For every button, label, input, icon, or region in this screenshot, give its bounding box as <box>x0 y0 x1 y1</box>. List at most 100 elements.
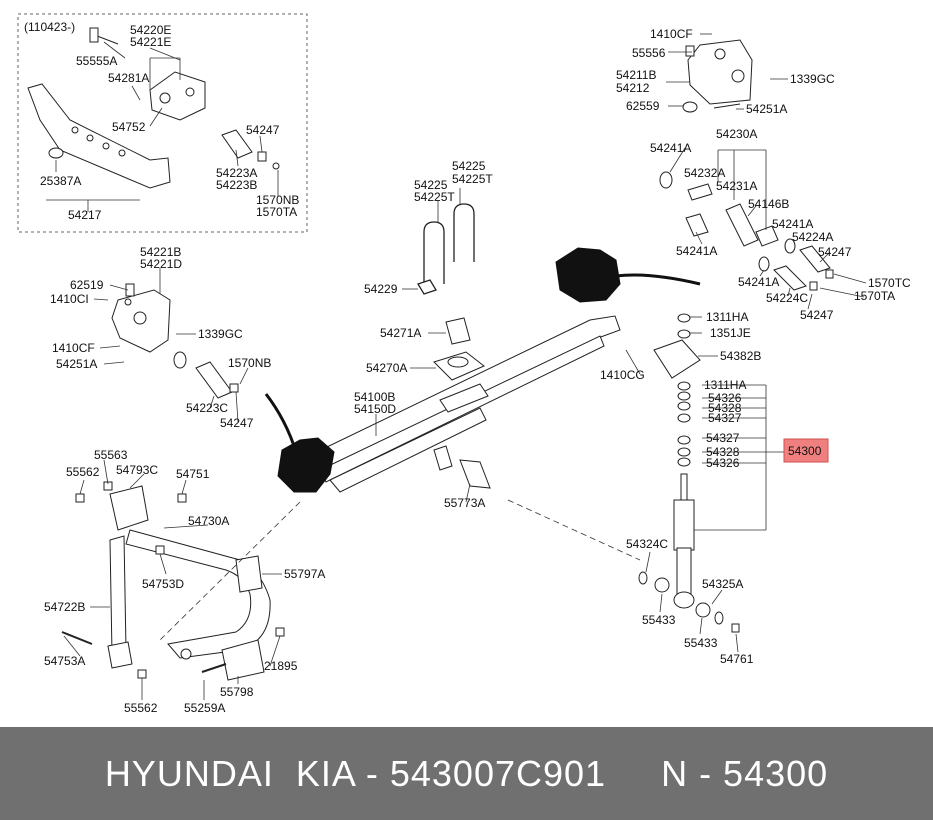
part-label-54327-1[interactable]: 54327 <box>708 411 742 425</box>
part-label-1570TA-r[interactable]: 1570TA <box>854 289 895 303</box>
part-label-54241A-1[interactable]: 54241A <box>650 141 691 155</box>
part-label-54753A[interactable]: 54753A <box>44 654 85 668</box>
part-label-54328-2[interactable]: 54328 <box>706 445 740 459</box>
part-label-62559[interactable]: 62559 <box>626 99 660 113</box>
part-label-55555A[interactable]: 55555A <box>76 54 117 68</box>
top-right-shackle-bracket <box>682 39 753 113</box>
part-label-1570TC[interactable]: 1570TC <box>868 276 911 290</box>
part-label-54247-r1[interactable]: 54247 <box>818 245 852 259</box>
part-label-54211B[interactable]: 54211B <box>616 68 656 82</box>
part-label-54247-inset[interactable]: 54247 <box>246 123 280 137</box>
shock-absorber <box>638 313 740 633</box>
part-label-54100B[interactable]: 54100B <box>354 390 395 404</box>
part-label-25387A[interactable]: 25387A <box>40 174 81 188</box>
part-label-54221E[interactable]: 54221E <box>130 35 171 49</box>
part-label-54753D[interactable]: 54753D <box>142 577 184 591</box>
part-label-54232A[interactable]: 54232A <box>684 166 725 180</box>
part-label-54241A-4[interactable]: 54241A <box>738 275 779 289</box>
part-label-55562-1[interactable]: 55562 <box>66 465 100 479</box>
part-label-54225-b[interactable]: 54225 <box>414 178 448 192</box>
part-label-1570TA-inset[interactable]: 1570TA <box>256 205 297 219</box>
exploded-parts-diagram: (110423-) 55555A 54220E 54221E 54281A 54… <box>17 13 911 715</box>
part-number-footer: HYUNDAI KIA - 543007C901 N - 54300 <box>0 727 933 820</box>
part-label-1410CG[interactable]: 1410CG <box>600 368 645 382</box>
part-label-54217[interactable]: 54217 <box>68 208 102 222</box>
part-label-55773A[interactable]: 55773A <box>444 496 485 510</box>
u-bolts <box>417 203 475 295</box>
part-label-54223A[interactable]: 54223A <box>216 166 257 180</box>
part-label-55563[interactable]: 55563 <box>94 448 128 462</box>
part-label-54793C[interactable]: 54793C <box>116 463 158 477</box>
part-label-54270A[interactable]: 54270A <box>366 361 407 375</box>
part-label-54251A-l[interactable]: 54251A <box>56 357 97 371</box>
part-label-54220E[interactable]: 54220E <box>130 23 171 37</box>
inset-bracket <box>89 27 206 121</box>
part-label-54328-1[interactable]: 54328 <box>708 401 742 415</box>
part-label-54751[interactable]: 54751 <box>176 467 210 481</box>
part-label-1351JE[interactable]: 1351JE <box>710 326 751 340</box>
part-label-54229[interactable]: 54229 <box>364 282 398 296</box>
stabilizer-assembly <box>61 481 285 681</box>
part-label-55562-2[interactable]: 55562 <box>124 701 158 715</box>
left-hanger-bracket <box>111 283 239 399</box>
part-label-1570NB-l[interactable]: 1570NB <box>228 356 271 370</box>
part-label-54221B[interactable]: 54221B <box>140 245 181 259</box>
part-label-55259A[interactable]: 55259A <box>184 701 225 715</box>
part-label-54225-a[interactable]: 54225 <box>452 159 486 173</box>
part-label-54146B[interactable]: 54146B <box>748 197 789 211</box>
inset-date-tag: (110423-) <box>24 20 75 34</box>
part-label-54300-highlighted[interactable]: 54300 <box>788 444 822 458</box>
part-label-54241A-2[interactable]: 54241A <box>772 217 813 231</box>
shackle-parts <box>659 171 834 291</box>
part-label-54247-l[interactable]: 54247 <box>220 416 254 430</box>
part-label-54231A[interactable]: 54231A <box>716 179 757 193</box>
part-label-54221D[interactable]: 54221D <box>140 257 182 271</box>
part-label-54281A[interactable]: 54281A <box>108 71 149 85</box>
part-label-54225T-b[interactable]: 54225T <box>414 190 455 204</box>
part-label-54230A[interactable]: 54230A <box>716 127 757 141</box>
part-label-54326-1[interactable]: 54326 <box>708 391 742 405</box>
part-label-54223C[interactable]: 54223C <box>186 401 228 415</box>
part-labels: (110423-) 55555A 54220E 54221E 54281A 54… <box>24 20 911 715</box>
part-label-54241A-3[interactable]: 54241A <box>676 244 717 258</box>
part-label-1311HA-2[interactable]: 1311HA <box>704 378 746 392</box>
part-label-55797A[interactable]: 55797A <box>284 567 325 581</box>
part-label-54212[interactable]: 54212 <box>616 81 650 95</box>
part-label-54324C[interactable]: 54324C <box>626 537 668 551</box>
part-label-54730A[interactable]: 54730A <box>188 514 229 528</box>
part-label-54327-2[interactable]: 54327 <box>706 431 740 445</box>
part-label-1339GC-top[interactable]: 1339GC <box>790 72 835 86</box>
part-label-55433-2[interactable]: 55433 <box>684 636 718 650</box>
part-label-54326-2[interactable]: 54326 <box>706 456 740 470</box>
leaf-spring <box>299 315 621 493</box>
part-label-54224A[interactable]: 54224A <box>792 230 833 244</box>
part-label-1410CI[interactable]: 1410CI <box>50 292 89 306</box>
part-label-54247-r2[interactable]: 54247 <box>800 308 834 322</box>
part-label-54223B[interactable]: 54223B <box>216 178 257 192</box>
part-label-54752[interactable]: 54752 <box>112 120 146 134</box>
part-label-54271A[interactable]: 54271A <box>380 326 421 340</box>
part-label-55798[interactable]: 55798 <box>220 685 254 699</box>
spring-pad <box>433 317 485 381</box>
part-label-54150D[interactable]: 54150D <box>354 402 396 416</box>
part-label-62519[interactable]: 62519 <box>70 278 104 292</box>
part-label-1410CF-l[interactable]: 1410CF <box>52 341 95 355</box>
part-label-54251A-top[interactable]: 54251A <box>746 102 787 116</box>
frame-silhouettes <box>264 247 701 493</box>
part-label-54225T-a[interactable]: 54225T <box>452 172 493 186</box>
highlight-box[interactable] <box>783 438 829 463</box>
part-label-54761[interactable]: 54761 <box>720 652 754 666</box>
part-label-1339GC-l[interactable]: 1339GC <box>198 327 243 341</box>
part-label-21895[interactable]: 21895 <box>264 659 298 673</box>
inset-bushing <box>221 129 280 170</box>
part-label-1410CF-top[interactable]: 1410CF <box>650 27 693 41</box>
part-label-55556[interactable]: 55556 <box>632 46 666 60</box>
part-label-54325A[interactable]: 54325A <box>702 577 743 591</box>
part-label-54722B[interactable]: 54722B <box>44 600 85 614</box>
part-label-54382B[interactable]: 54382B <box>720 349 761 363</box>
part-label-1570NB-inset[interactable]: 1570NB <box>256 193 299 207</box>
part-label-1311HA-1[interactable]: 1311HA <box>706 310 748 324</box>
part-label-55433-1[interactable]: 55433 <box>642 613 676 627</box>
part-label-54224C[interactable]: 54224C <box>766 291 808 305</box>
